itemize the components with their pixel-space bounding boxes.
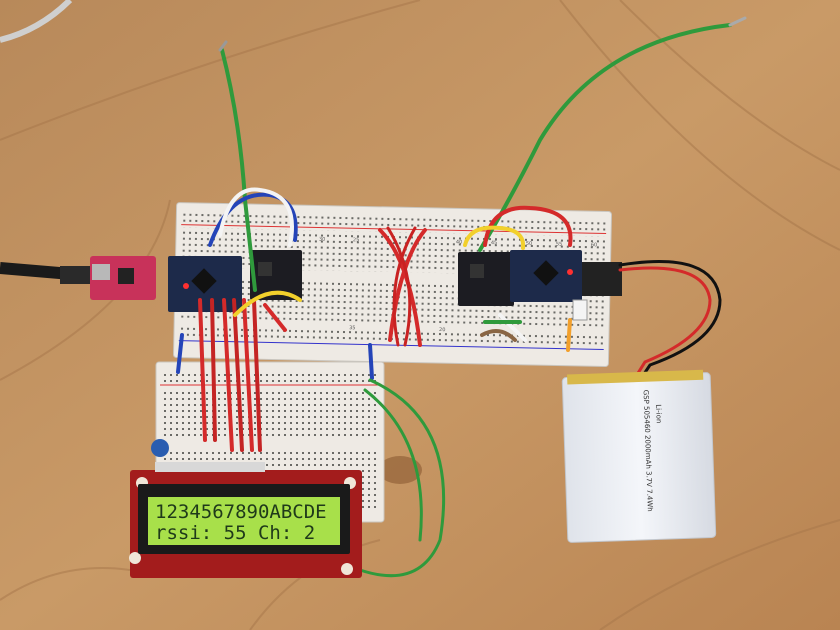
breadboard-number: 35 [349, 325, 355, 331]
ftdi-usb-adapter [90, 256, 156, 300]
breadboard-number: 45 [491, 240, 497, 246]
wood-knot [378, 456, 422, 484]
pin-header [582, 262, 622, 296]
lcd-module: 1234567890ABCDE rssi: 55 Ch: 2 [129, 462, 362, 578]
lcd-line-2: rssi: 55 Ch: 2 [155, 522, 315, 544]
breadboard-number: 55 [556, 241, 562, 247]
lcd-screen [148, 497, 340, 545]
lcd-line-1: 1234567890ABCDE [155, 501, 327, 523]
breadboard-number: 25 [353, 237, 359, 243]
arduino-pro-mini-2 [510, 250, 582, 302]
potentiometer [151, 439, 169, 457]
breadboard-number: 20 [439, 327, 445, 333]
breadboard-number: 60 [591, 242, 597, 248]
nrf-module-2 [458, 252, 514, 306]
usb-plug [60, 266, 96, 284]
breadboard-number: 50 [526, 241, 532, 247]
breadboard-number: 40 [456, 239, 462, 245]
jumper-wires [176, 16, 747, 578]
battery-type-label: Li-ion [654, 404, 663, 423]
lipo-battery: Li-ion GSP 505460 2000mAh 3.7V 7.4Wh [561, 369, 717, 543]
grey-cable [0, 0, 73, 43]
arduino-pro-mini-1 [168, 256, 242, 312]
breadboard-number: 30 [319, 237, 325, 243]
nrf-module-1 [250, 250, 302, 300]
jst-connector [572, 299, 588, 321]
